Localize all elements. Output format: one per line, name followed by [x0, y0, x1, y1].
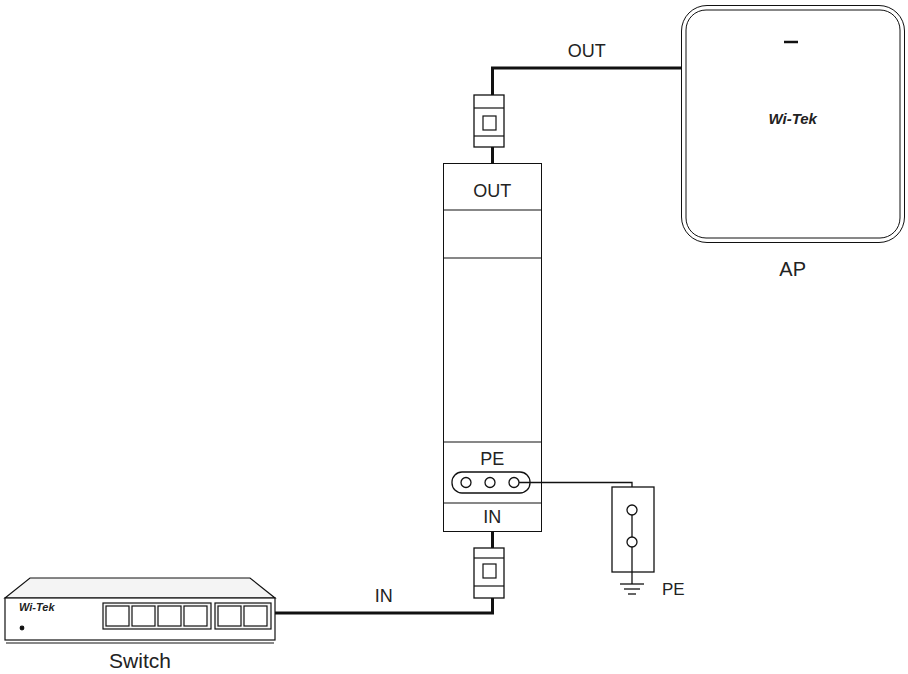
rj45-port [184, 606, 207, 626]
plug-line [474, 585, 504, 586]
section-line [443, 441, 542, 442]
plug-body [474, 95, 504, 147]
ground-link [631, 515, 632, 537]
terminal-strip [452, 472, 530, 493]
ethernet-cable [275, 532, 493, 613]
ap-node: Wi-TekAP [681, 5, 905, 243]
rj45-port [218, 606, 241, 626]
node-label: OUT [473, 181, 511, 202]
node-label: Switch [109, 649, 171, 673]
plug-body [474, 548, 504, 598]
plug-latch [483, 564, 496, 578]
section-line [443, 209, 542, 210]
node-label: AP [779, 258, 806, 281]
reset-hole [20, 626, 24, 630]
ap-inner-outline [686, 10, 900, 238]
earth-wiring [519, 483, 654, 595]
switch-base [6, 642, 274, 644]
protector-sections [443, 210, 542, 503]
switch-illustration [5, 578, 275, 643]
rj45-port [132, 606, 155, 626]
protector-node: OUT PE IN [443, 163, 542, 532]
ground-label: PE [662, 580, 685, 600]
ground-terminal [612, 487, 654, 572]
brand-logo: Wi-Tek [768, 110, 816, 127]
brand-logo: Wi-Tek [19, 601, 55, 614]
cable-label: OUT [565, 41, 609, 62]
port-group [215, 603, 271, 629]
section-line [443, 257, 542, 258]
rj45-port [106, 606, 129, 626]
plug-line [474, 135, 504, 136]
ground-symbol [628, 593, 636, 594]
ground-symbol [624, 588, 640, 589]
plug-latch [483, 116, 496, 130]
ap-led [784, 41, 798, 44]
node-label: PE [480, 449, 504, 470]
ground-screw [627, 537, 637, 547]
rj45-port [158, 606, 181, 626]
section-line [443, 502, 542, 503]
plug-line [474, 107, 504, 108]
access-point [686, 10, 900, 238]
rj45-plug [474, 548, 504, 598]
plug-line [474, 557, 504, 558]
ground-symbol [620, 583, 644, 584]
node-label: IN [483, 507, 501, 528]
rj45-plug [474, 95, 504, 147]
rj45-port [244, 606, 267, 626]
ethernet-cable [493, 68, 682, 163]
port-group [103, 603, 211, 629]
terminal-block [452, 472, 530, 493]
ground-lead [631, 547, 632, 584]
cable-label: IN [372, 586, 396, 607]
switch-node: Wi-TekSwitch [5, 577, 275, 643]
terminal-screw [509, 478, 519, 488]
switch-top [5, 578, 275, 598]
terminal-screw [485, 478, 495, 488]
ground-screw [627, 505, 637, 515]
switch-front [5, 598, 275, 640]
terminal-screw [461, 478, 471, 488]
